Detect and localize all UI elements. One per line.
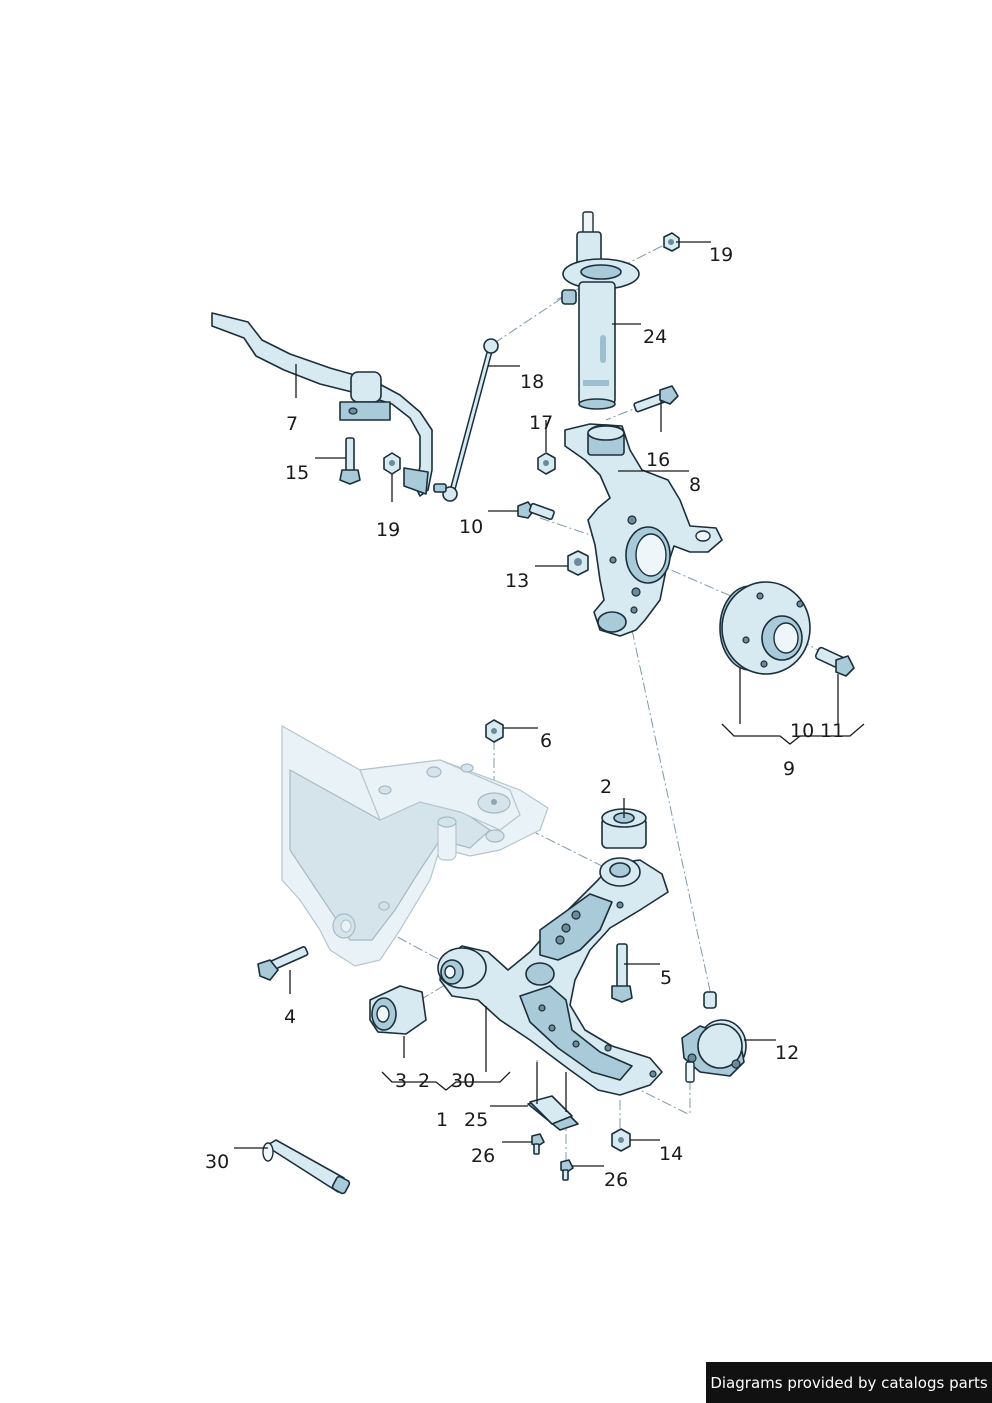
label-15: 15 xyxy=(285,462,309,484)
label-30: 30 xyxy=(451,1070,475,1092)
label-18: 18 xyxy=(520,371,544,393)
label-16: 16 xyxy=(646,449,670,471)
bracket-25 xyxy=(527,1095,579,1131)
stabilizer-bar xyxy=(211,312,433,497)
label-30: 30 xyxy=(205,1151,229,1173)
nut-6 xyxy=(485,719,504,743)
wheel-hub xyxy=(719,581,811,675)
grease-tube-30 xyxy=(262,1139,351,1195)
label-6: 6 xyxy=(540,730,552,752)
label-14: 14 xyxy=(659,1143,683,1165)
control-arm xyxy=(437,857,669,1096)
ball-joint-12 xyxy=(681,991,747,1083)
label-19: 19 xyxy=(709,244,733,266)
label-7: 7 xyxy=(286,413,298,435)
nut-13 xyxy=(567,550,589,576)
nut-19-top xyxy=(663,232,680,252)
strut-assembly xyxy=(561,211,640,410)
part-labels: 19 24 18 7 17 16 8 15 19 10 13 10 11 9 6… xyxy=(205,244,844,1191)
bolt-11 xyxy=(814,646,855,677)
label-5: 5 xyxy=(660,967,672,989)
bolt-15 xyxy=(339,437,361,485)
leader-lines xyxy=(234,241,865,1167)
bolt-26-upper xyxy=(531,1133,545,1155)
credit-banner: Diagrams provided by catalogs parts xyxy=(706,1362,992,1403)
label-10: 10 xyxy=(790,720,814,742)
label-13: 13 xyxy=(505,570,529,592)
nut-14 xyxy=(611,1128,631,1152)
label-10: 10 xyxy=(459,516,483,538)
bolt-26-lower xyxy=(560,1159,574,1181)
label-19: 19 xyxy=(376,519,400,541)
label-3: 3 xyxy=(395,1070,407,1092)
label-2: 2 xyxy=(418,1070,430,1092)
nut-19-left xyxy=(383,452,401,475)
bolt-5 xyxy=(611,943,633,1003)
wheel-bearing-housing xyxy=(564,423,723,637)
bushing-3 xyxy=(369,985,427,1035)
bolt-10 xyxy=(517,501,555,521)
label-4: 4 xyxy=(284,1006,296,1028)
label-17: 17 xyxy=(529,412,553,434)
label-26: 26 xyxy=(471,1145,495,1167)
coupling-rod-18 xyxy=(433,338,499,502)
nut-17 xyxy=(537,452,556,475)
label-24: 24 xyxy=(643,326,667,348)
label-26: 26 xyxy=(604,1169,628,1191)
label-11: 11 xyxy=(820,720,844,742)
bolt-4 xyxy=(257,946,309,981)
bolt-16 xyxy=(633,385,679,413)
label-2: 2 xyxy=(600,776,612,798)
subframe-outline xyxy=(281,724,549,967)
label-1: 1 xyxy=(436,1109,448,1131)
label-9: 9 xyxy=(783,758,795,780)
label-8: 8 xyxy=(689,474,701,496)
label-12: 12 xyxy=(775,1042,799,1064)
label-25: 25 xyxy=(464,1109,488,1131)
